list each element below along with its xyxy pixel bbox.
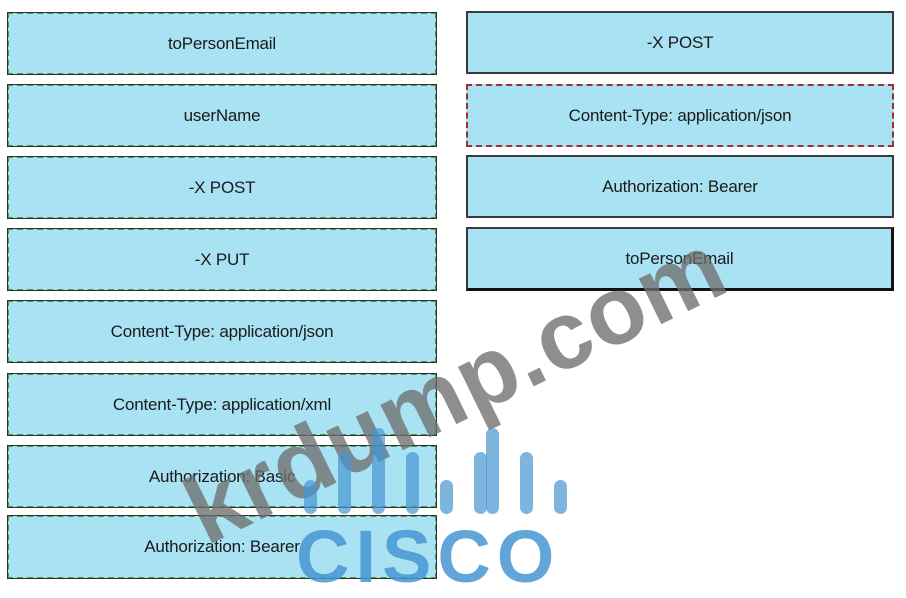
option-authorization-bearer[interactable]: Authorization: Bearer — [7, 515, 437, 579]
option-content-type-json[interactable]: Content-Type: application/json — [7, 300, 437, 363]
answer-label: toPersonEmail — [625, 248, 734, 268]
option-label: -X POST — [188, 177, 256, 197]
answer-x-post[interactable]: -X POST — [466, 11, 894, 74]
option-x-post[interactable]: -X POST — [7, 156, 437, 219]
option-label: Content-Type: application/json — [110, 321, 334, 341]
option-label: Authorization: Bearer — [144, 537, 300, 556]
answer-label: -X POST — [646, 32, 714, 52]
option-label: -X PUT — [194, 249, 250, 269]
option-label: toPersonEmail — [168, 33, 276, 53]
logo-bar — [440, 480, 453, 514]
logo-bar — [554, 480, 567, 514]
answer-authorization-bearer[interactable]: Authorization: Bearer — [466, 155, 894, 218]
answer-label: Content-Type: application/json — [568, 105, 792, 125]
answer-label: Authorization: Bearer — [602, 176, 758, 196]
option-authorization-basic[interactable]: Authorization: Basic — [7, 445, 437, 508]
logo-bar — [486, 428, 499, 514]
logo-bar — [520, 452, 533, 514]
option-user-name[interactable]: userName — [7, 84, 437, 147]
option-content-type-xml[interactable]: Content-Type: application/xml — [7, 373, 437, 436]
option-x-put[interactable]: -X PUT — [7, 228, 437, 291]
option-label: Authorization: Basic — [148, 466, 296, 486]
logo-bar — [474, 452, 487, 514]
answer-content-type-json[interactable]: Content-Type: application/json — [466, 84, 894, 147]
option-label: userName — [183, 105, 261, 125]
option-label: Content-Type: application/xml — [112, 394, 332, 414]
answer-to-person-email[interactable]: toPersonEmail — [466, 227, 894, 291]
option-to-person-email[interactable]: toPersonEmail — [7, 12, 437, 75]
